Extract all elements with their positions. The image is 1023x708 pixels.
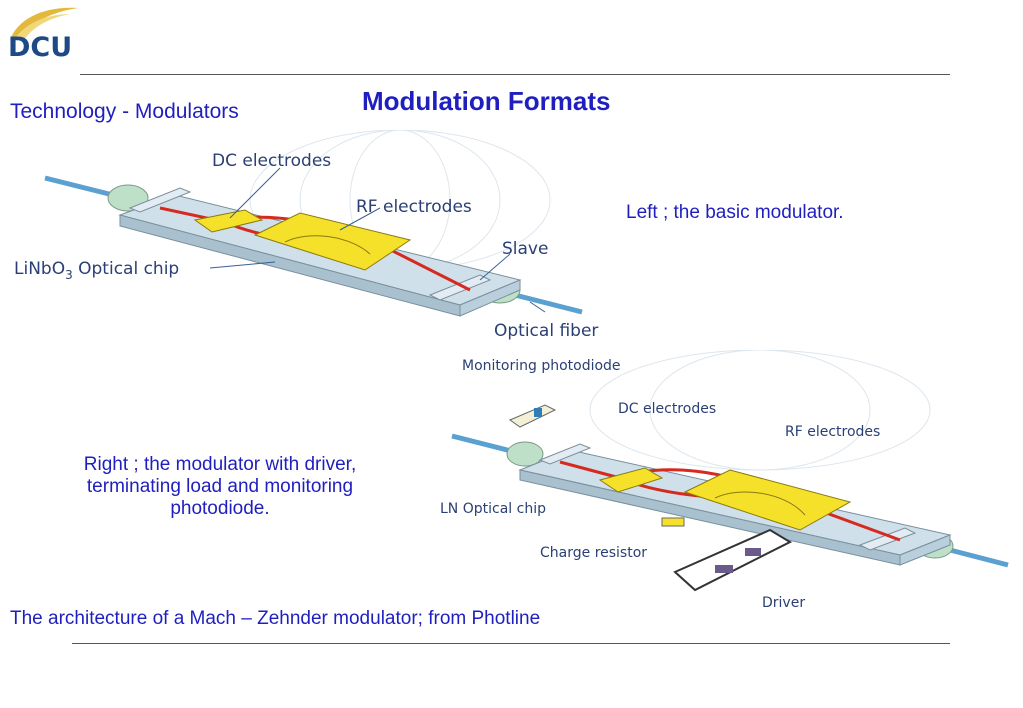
- page-title: Modulation Formats: [362, 86, 611, 116]
- dc-electrodes-label-2: DC electrodes: [618, 401, 716, 417]
- output-fiber: [514, 292, 583, 315]
- optical-fiber-label: Optical fiber: [494, 321, 598, 341]
- logo-text: DCU: [8, 32, 73, 63]
- rf-electrodes-label-2: RF electrodes: [785, 424, 880, 440]
- driver-label: Driver: [762, 595, 805, 611]
- dcu-logo: DCU: [0, 0, 90, 70]
- driver-board: [673, 528, 793, 592]
- top-divider: [80, 74, 950, 75]
- photodiode-label: Monitoring photodiode: [462, 358, 621, 374]
- dc-electrode-pad: [193, 209, 264, 233]
- right-caption: Right ; the modulator with driver, termi…: [83, 454, 357, 519]
- photodiode-block: [508, 404, 557, 428]
- footer-caption: The architecture of a Mach – Zehnder mod…: [10, 608, 541, 629]
- left-caption: Left ; the basic modulator.: [626, 202, 844, 223]
- logo-swoosh-icon: [10, 7, 78, 40]
- ln-chip-label: LN Optical chip: [440, 501, 546, 517]
- charge-resistor-block: [661, 517, 685, 527]
- basic-modulator-diagram: DC electrodes RF electrodes LiNbO3 Optic…: [14, 130, 598, 341]
- slave-label: Slave: [502, 239, 548, 259]
- section-title: Technology - Modulators: [10, 100, 239, 123]
- chip-label: LiNbO3 Optical chip: [14, 259, 179, 282]
- driver-modulator-diagram: Monitoring photodiode DC electrodes RF e…: [440, 350, 1009, 611]
- rf-electrodes-label: RF electrodes: [356, 197, 472, 217]
- dc-electrodes-label: DC electrodes: [212, 151, 331, 171]
- charge-resistor-label: Charge resistor: [540, 545, 647, 561]
- bottom-divider: [72, 643, 950, 644]
- rf-electrode-pad: [253, 212, 412, 271]
